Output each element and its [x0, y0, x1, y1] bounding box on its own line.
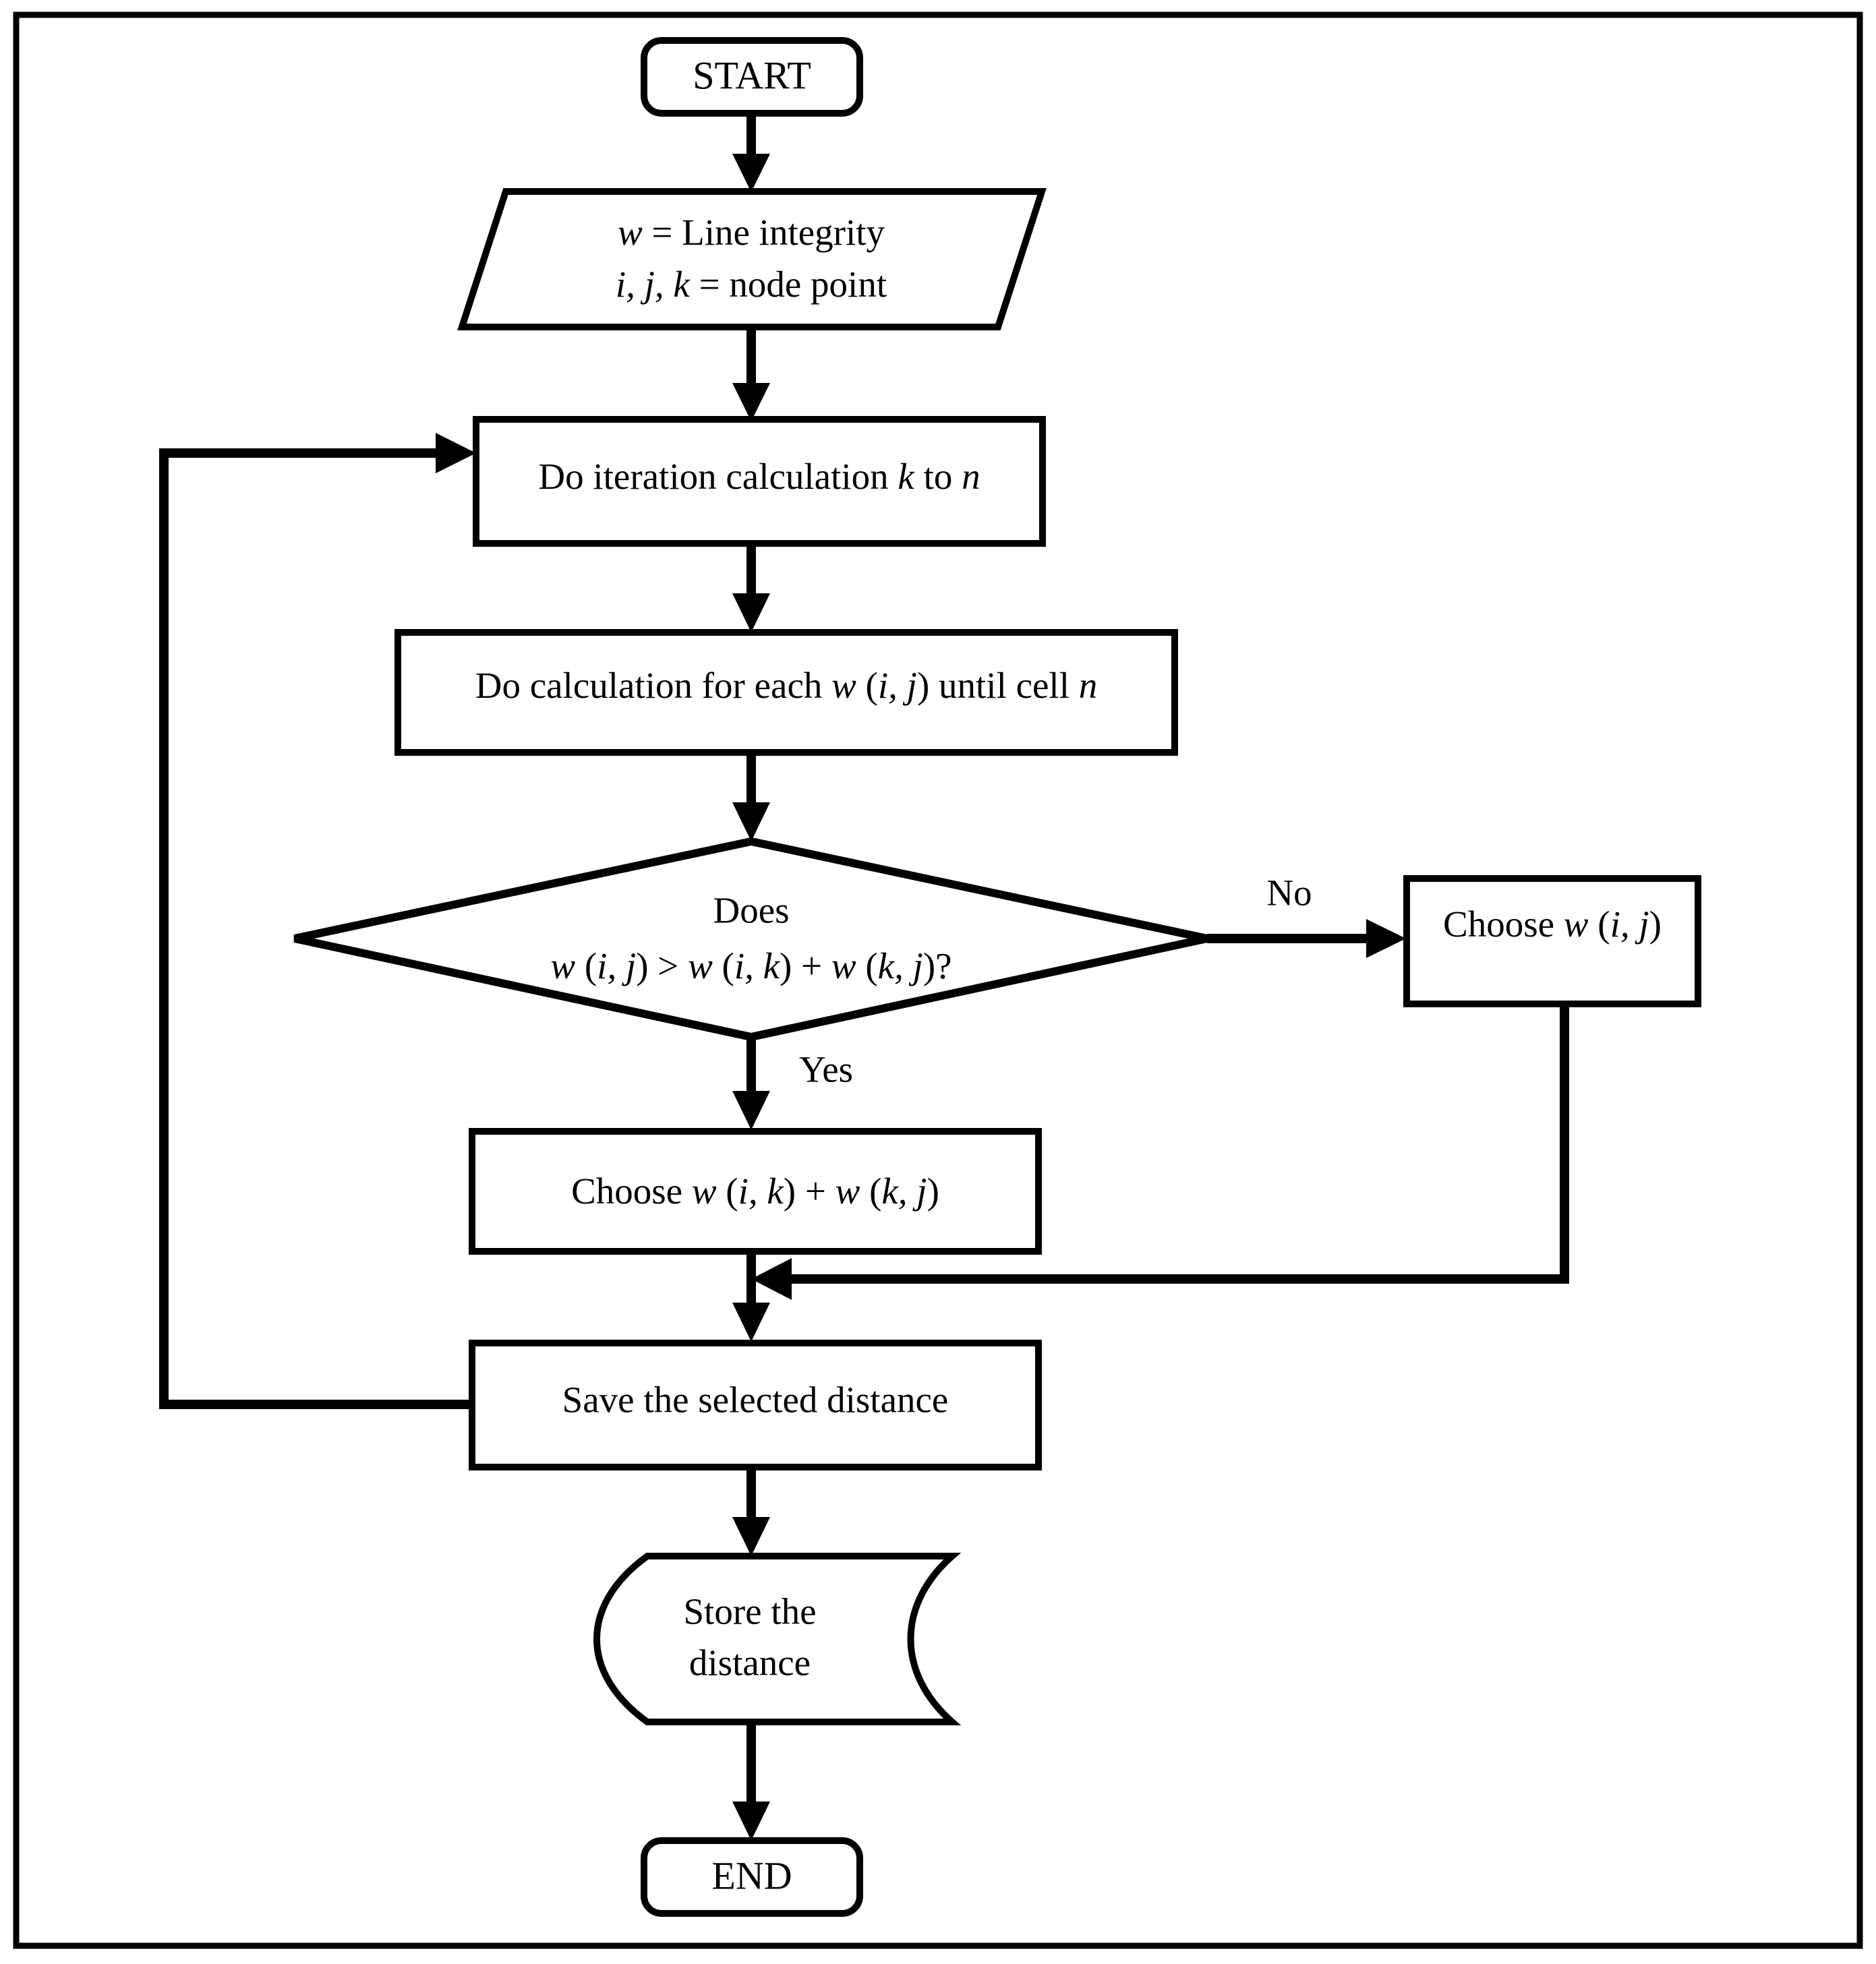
cell-calc-shape — [394, 629, 1178, 756]
edge-store-to-end — [732, 1723, 770, 1841]
iteration-label: Do iteration calculation k to n — [538, 456, 980, 497]
dec-p4: ) + — [780, 945, 831, 986]
cellcalc-var-w: w — [831, 665, 856, 706]
store-shape — [593, 1553, 962, 1725]
node-choose-yes[interactable]: Choose w (i, k) + w (k, j) — [469, 1128, 1042, 1255]
node-save[interactable]: Save the selected distance — [469, 1340, 1042, 1470]
chooseyes-text-d: ( — [860, 1170, 881, 1212]
chooseno-text-a: Choose — [1443, 903, 1564, 945]
choose-yes-shape — [469, 1128, 1042, 1255]
chooseyes-var-ik: i, k — [738, 1170, 785, 1212]
dec-p1: ( — [575, 945, 597, 986]
node-start[interactable]: START — [641, 37, 863, 117]
start-shape — [641, 37, 863, 117]
node-store[interactable]: Store the distance — [593, 1553, 962, 1725]
iteration-text-b: to — [914, 456, 962, 497]
chooseyes-var-w2: w — [836, 1170, 860, 1212]
chooseno-text-b: ( — [1588, 903, 1610, 945]
cellcalc-text-b: ( — [856, 665, 878, 706]
edge-save-to-store — [732, 1467, 770, 1556]
edge-input-to-iteration — [732, 327, 770, 421]
cellcalc-text-a: Do calculation for each — [475, 665, 831, 706]
iteration-text-a: Do iteration calculation — [538, 456, 898, 497]
input-line1-var: w — [618, 212, 643, 253]
chooseyes-var-w1: w — [692, 1170, 717, 1212]
edge-decision-to-chooseno — [1207, 919, 1406, 958]
node-choose-no[interactable]: Choose w (i, j) — [1403, 875, 1701, 1007]
choose-no-label: Choose w (i, j) — [1443, 903, 1662, 945]
input-line2: i, j, k = node point — [616, 264, 887, 305]
choose-yes-label: Choose w (i, k) + w (k, j) — [571, 1170, 939, 1212]
cellcalc-text-c: ) until cell — [917, 665, 1079, 706]
decision-shape — [293, 837, 1208, 1042]
cell-calc-label: Do calculation for each w (i, j) until c… — [475, 665, 1097, 706]
store-line1: Store the — [683, 1591, 816, 1632]
choose-no-shape — [1403, 875, 1701, 1007]
dec-w3: w — [831, 945, 856, 986]
edge-label-yes: Yes — [799, 1049, 853, 1090]
edge-iteration-to-cellcalc — [732, 543, 770, 632]
dec-p6: )? — [923, 945, 952, 986]
node-decision[interactable]: Does w (i, j) > w (i, k) + w (k, j)? — [293, 837, 1208, 1042]
iteration-var-n: n — [962, 456, 980, 497]
iteration-var-k: k — [898, 456, 915, 497]
save-shape — [469, 1340, 1042, 1470]
store-line2: distance — [689, 1642, 811, 1684]
input-line1: w = Line integrity — [618, 212, 885, 253]
edge-chooseno-to-save — [751, 1003, 1569, 1300]
start-label: START — [693, 53, 811, 97]
node-cell-calc[interactable]: Do calculation for each w (i, j) until c… — [394, 629, 1178, 756]
chooseno-var-w: w — [1564, 903, 1589, 945]
dec-w1: w — [550, 945, 575, 986]
edge-cellcalc-to-decision — [732, 752, 770, 841]
save-label: Save the selected distance — [562, 1379, 949, 1421]
input-line1-rest: = Line integrity — [643, 212, 885, 253]
dec-w2: w — [688, 945, 713, 986]
edge-start-to-input — [732, 111, 770, 192]
dec-p5: ( — [856, 945, 878, 986]
chooseyes-text-a: Choose — [571, 1170, 692, 1212]
edge-label-no: No — [1266, 872, 1312, 914]
end-shape — [641, 1837, 863, 1917]
chooseno-var-ij: i, j — [1610, 903, 1649, 945]
chooseyes-var-kj: k, j — [881, 1170, 927, 1212]
dec-v3: k, j — [878, 945, 923, 986]
cellcalc-var-n: n — [1079, 665, 1098, 706]
chooseno-text-c: ) — [1649, 903, 1662, 945]
iteration-shape — [473, 416, 1046, 547]
edge-save-to-iteration-loop — [159, 433, 476, 1409]
edge-decision-to-chooseyes — [732, 1038, 770, 1130]
chooseyes-text-e: ) — [927, 1170, 939, 1212]
cellcalc-var-ij: i, j — [878, 665, 917, 706]
input-line2-var: i, j, k — [616, 264, 691, 305]
dec-v2: i, k — [734, 945, 781, 986]
end-label: END — [711, 1853, 792, 1897]
outer-frame — [13, 11, 1863, 1949]
node-iteration[interactable]: Do iteration calculation k to n — [473, 416, 1046, 547]
decision-line2: w (i, j) > w (i, k) + w (k, j)? — [550, 945, 951, 986]
input-line2-rest: = node point — [690, 264, 887, 305]
dec-p3: ( — [713, 945, 734, 986]
chooseyes-text-b: ( — [717, 1170, 738, 1212]
edge-chooseyes-to-save — [732, 1251, 770, 1342]
chooseyes-text-c: ) + — [784, 1170, 836, 1212]
dec-v1: i, j — [597, 945, 636, 986]
decision-line1: Does — [713, 890, 789, 931]
node-input[interactable]: w = Line integrity i, j, k = node point — [457, 188, 1047, 330]
node-end[interactable]: END — [641, 1837, 863, 1917]
input-shape — [457, 188, 1047, 330]
dec-p2: ) > — [636, 945, 688, 986]
